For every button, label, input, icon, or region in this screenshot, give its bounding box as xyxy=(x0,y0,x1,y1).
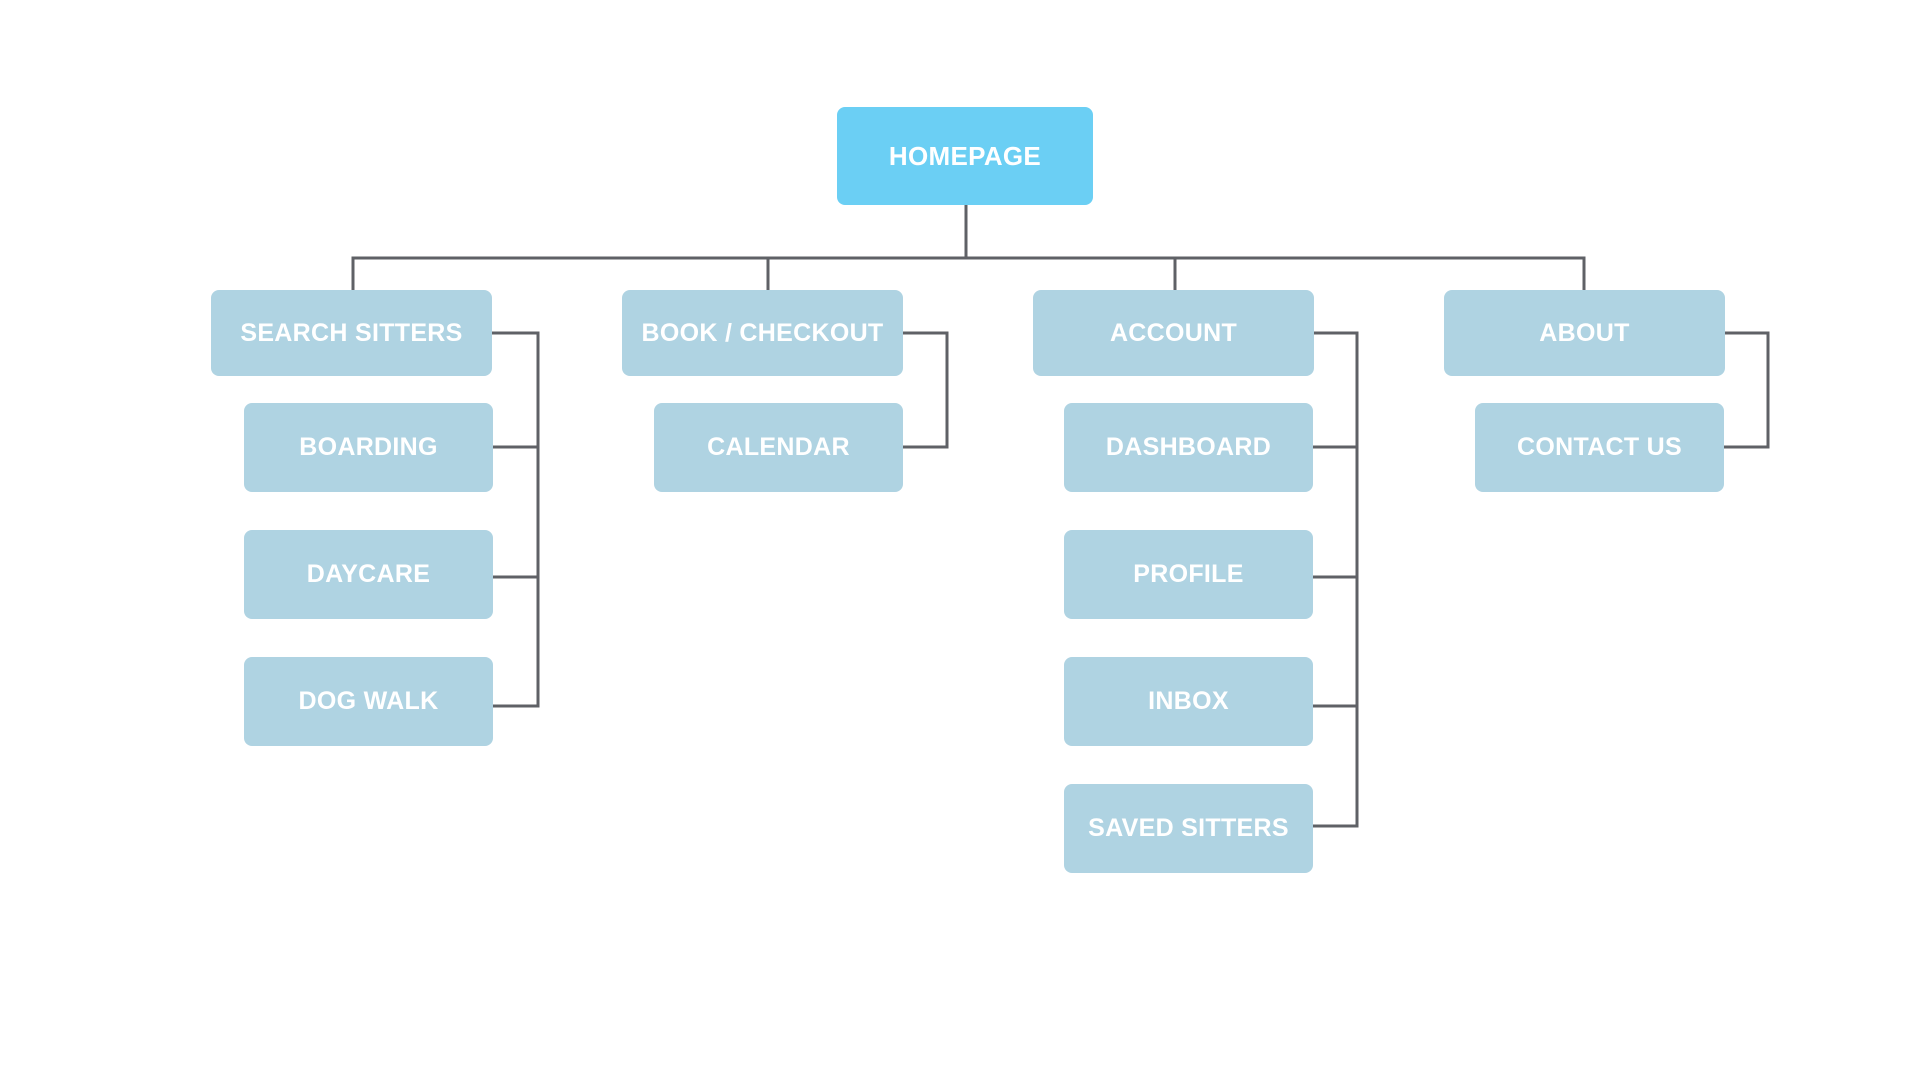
node-account: ACCOUNT xyxy=(1033,290,1314,376)
node-saved-sitters: SAVED SITTERS xyxy=(1064,784,1313,873)
connector-search-children xyxy=(490,331,540,708)
node-profile: PROFILE xyxy=(1064,530,1313,619)
node-contact-us: CONTACT US xyxy=(1475,403,1724,492)
node-search-sitters: SEARCH SITTERS xyxy=(211,290,492,376)
node-homepage: HOMEPAGE xyxy=(837,107,1093,205)
connector-account-children xyxy=(1311,331,1359,828)
node-daycare: DAYCARE xyxy=(244,530,493,619)
node-about: ABOUT xyxy=(1444,290,1725,376)
connector-about-children xyxy=(1722,331,1770,449)
node-inbox: INBOX xyxy=(1064,657,1313,746)
node-dog-walk: DOG WALK xyxy=(244,657,493,746)
connector-book-children xyxy=(901,331,949,449)
node-boarding: BOARDING xyxy=(244,403,493,492)
node-dashboard: DASHBOARD xyxy=(1064,403,1313,492)
node-calendar: CALENDAR xyxy=(654,403,903,492)
node-book-checkout: BOOK / CHECKOUT xyxy=(622,290,903,376)
